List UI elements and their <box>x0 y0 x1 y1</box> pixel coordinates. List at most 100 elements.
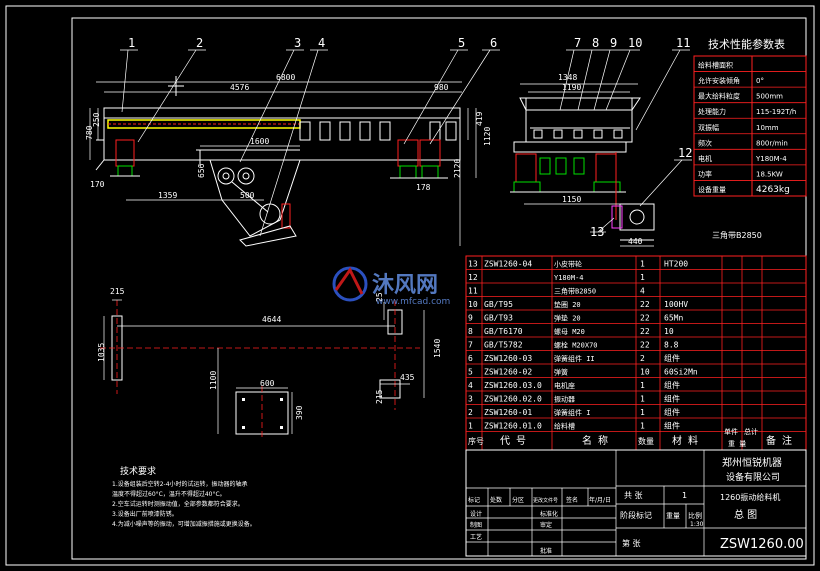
balloon-9: 9 <box>610 36 617 50</box>
tech-param-4: 双振幅 <box>698 123 719 132</box>
bom-qty-12: 1 <box>640 422 645 431</box>
tech-value-4: 10mm <box>756 124 779 132</box>
eccentric-wheel-a <box>217 167 235 185</box>
balloon-labels: 1 2 3 4 5 6 7 8 9 10 11 12 13 <box>128 36 692 239</box>
right-spring-support-a <box>397 139 419 167</box>
bom-code-5: GB/T6170 <box>484 327 523 336</box>
motor-base <box>239 225 297 247</box>
bom-mat-0: HT200 <box>664 260 688 269</box>
balloon-5: 5 <box>458 36 465 50</box>
bom-name-2: 三角带B2850 <box>554 287 596 296</box>
dim-250: 250 <box>92 112 101 127</box>
balloon-3: 3 <box>294 36 301 50</box>
bom-no-5: 8 <box>468 327 473 336</box>
bom-h-total: 总计 <box>744 427 758 436</box>
bom-no-9: 4 <box>468 381 473 390</box>
bom-h-qty: 数量 <box>638 436 654 446</box>
bom-qty-4: 22 <box>640 314 650 323</box>
tb-craft: 工艺 <box>470 533 482 541</box>
bom-h-mat: 材 料 <box>672 434 698 447</box>
bom-qty-5: 22 <box>640 327 650 336</box>
tb-weight: 重量 <box>666 512 680 520</box>
title-block: 郑州恒锐机器 设备有限公司 标记 处数 分区 更改文件号 签名 年/月/日 设计… <box>465 449 807 557</box>
vibrator-frame <box>209 159 301 237</box>
bom-name-4: 弹垫 20 <box>554 314 581 323</box>
dim-170: 170 <box>90 180 105 189</box>
eccentric-wheel-b <box>237 167 255 185</box>
balloon-7: 7 <box>574 36 581 50</box>
dim-1600: 1600 <box>250 137 269 146</box>
dim-plan-435: 435 <box>400 373 415 382</box>
bom-qty-0: 1 <box>640 260 645 269</box>
bom-mat-9: 组件 <box>664 380 680 390</box>
tb-scale-v: 1:30 <box>690 521 704 528</box>
balloon-6: 6 <box>490 36 497 50</box>
bom-name-12: 给料槽 <box>554 422 575 431</box>
bom-mat-5: 10 <box>664 327 674 336</box>
tech-param-7: 功率 <box>698 169 712 178</box>
balloon-11: 11 <box>676 36 690 50</box>
tb-sheet-b: 第 张 <box>622 538 641 548</box>
bom-code-11: ZSW1260-01 <box>484 408 532 417</box>
belt-note: 三角带B2850 <box>712 230 762 240</box>
dim-plan-4644: 4644 <box>262 315 281 324</box>
side-spring-left <box>515 153 537 183</box>
dim-1150: 1150 <box>562 195 581 204</box>
tech-param-5: 频次 <box>698 138 712 147</box>
tb-zone: 分区 <box>512 496 524 504</box>
feeder-trough <box>103 107 461 161</box>
tech-param-0: 给料槽面积 <box>698 61 733 70</box>
bom-qty-9: 1 <box>640 381 645 390</box>
side-motor <box>619 203 655 231</box>
dim-plan-600: 600 <box>260 379 275 388</box>
bom-name-3: 垫圈 20 <box>554 300 581 309</box>
dim-plan-390: 390 <box>295 405 304 420</box>
tb-qty: 1 <box>682 491 687 500</box>
tb-draw: 制图 <box>470 521 482 529</box>
balloon-1: 1 <box>128 36 135 50</box>
bom-name-11: 弹簧组件 I <box>554 408 590 417</box>
watermark: 沐风网 www.mfcad.com <box>332 266 450 307</box>
note-line-2: 温度不得超过60°C，温升不得超过40°C。 <box>112 490 226 498</box>
tb-sheet-a: 共 张 <box>624 491 643 500</box>
bom-mat-6: 8.8 <box>664 341 679 350</box>
bom-no-7: 6 <box>468 354 473 363</box>
bom-h-code: 代 号 <box>500 435 526 447</box>
dim-1190: 1190 <box>562 83 581 92</box>
bom-mat-4: 65Mn <box>664 314 683 323</box>
bom-code-10: ZSW1260.02.0 <box>484 395 542 404</box>
bom-no-0: 13 <box>468 260 478 269</box>
bom-no-1: 12 <box>468 273 478 282</box>
bom-h-weight: 重 量 <box>728 440 746 448</box>
bom-h-no: 序号 <box>468 436 484 446</box>
bom-no-8: 5 <box>468 368 473 377</box>
bom-name-9: 电机座 <box>554 381 575 390</box>
bom-name-1: Y180M-4 <box>554 274 584 282</box>
motor-pulley <box>259 203 281 225</box>
bom-code-9: ZSW1260.03.0 <box>484 381 542 390</box>
tb-change-doc: 更改文件号 <box>533 497 558 504</box>
bom-no-6: 7 <box>468 341 473 350</box>
tech-value-6: Y180M-4 <box>755 155 787 163</box>
dim-6800: 6800 <box>276 73 295 82</box>
bom-mat-8: 60Si2Mn <box>664 368 698 377</box>
bom-name-0: 小皮带轮 <box>554 260 582 269</box>
drawing-title: 总 图 <box>734 508 757 521</box>
note-line-5: 4.为减小噪声等的振动，可增加减振措施或更换设备。 <box>112 520 256 528</box>
dim-4576: 4576 <box>230 83 249 92</box>
tb-approve: 批准 <box>540 547 552 555</box>
bom-no-11: 2 <box>468 408 473 417</box>
tech-param-6: 电机 <box>698 154 712 163</box>
dim-1120: 1120 <box>483 127 492 146</box>
drawing-number: ZSW1260.00 <box>720 537 804 552</box>
bom-qty-1: 1 <box>640 273 645 282</box>
dim-1359: 1359 <box>158 191 177 200</box>
bom-qty-2: 4 <box>640 287 645 296</box>
dim-656: 656 <box>197 163 206 178</box>
balloon-12: 12 <box>678 146 692 160</box>
main-elevation <box>89 76 477 247</box>
bom-qty-3: 22 <box>640 300 650 309</box>
technical-notes: 技术要求 1.设备组装后空转2-4小时的试运转，振动器的轴承 温度不得超过60°… <box>112 465 256 528</box>
